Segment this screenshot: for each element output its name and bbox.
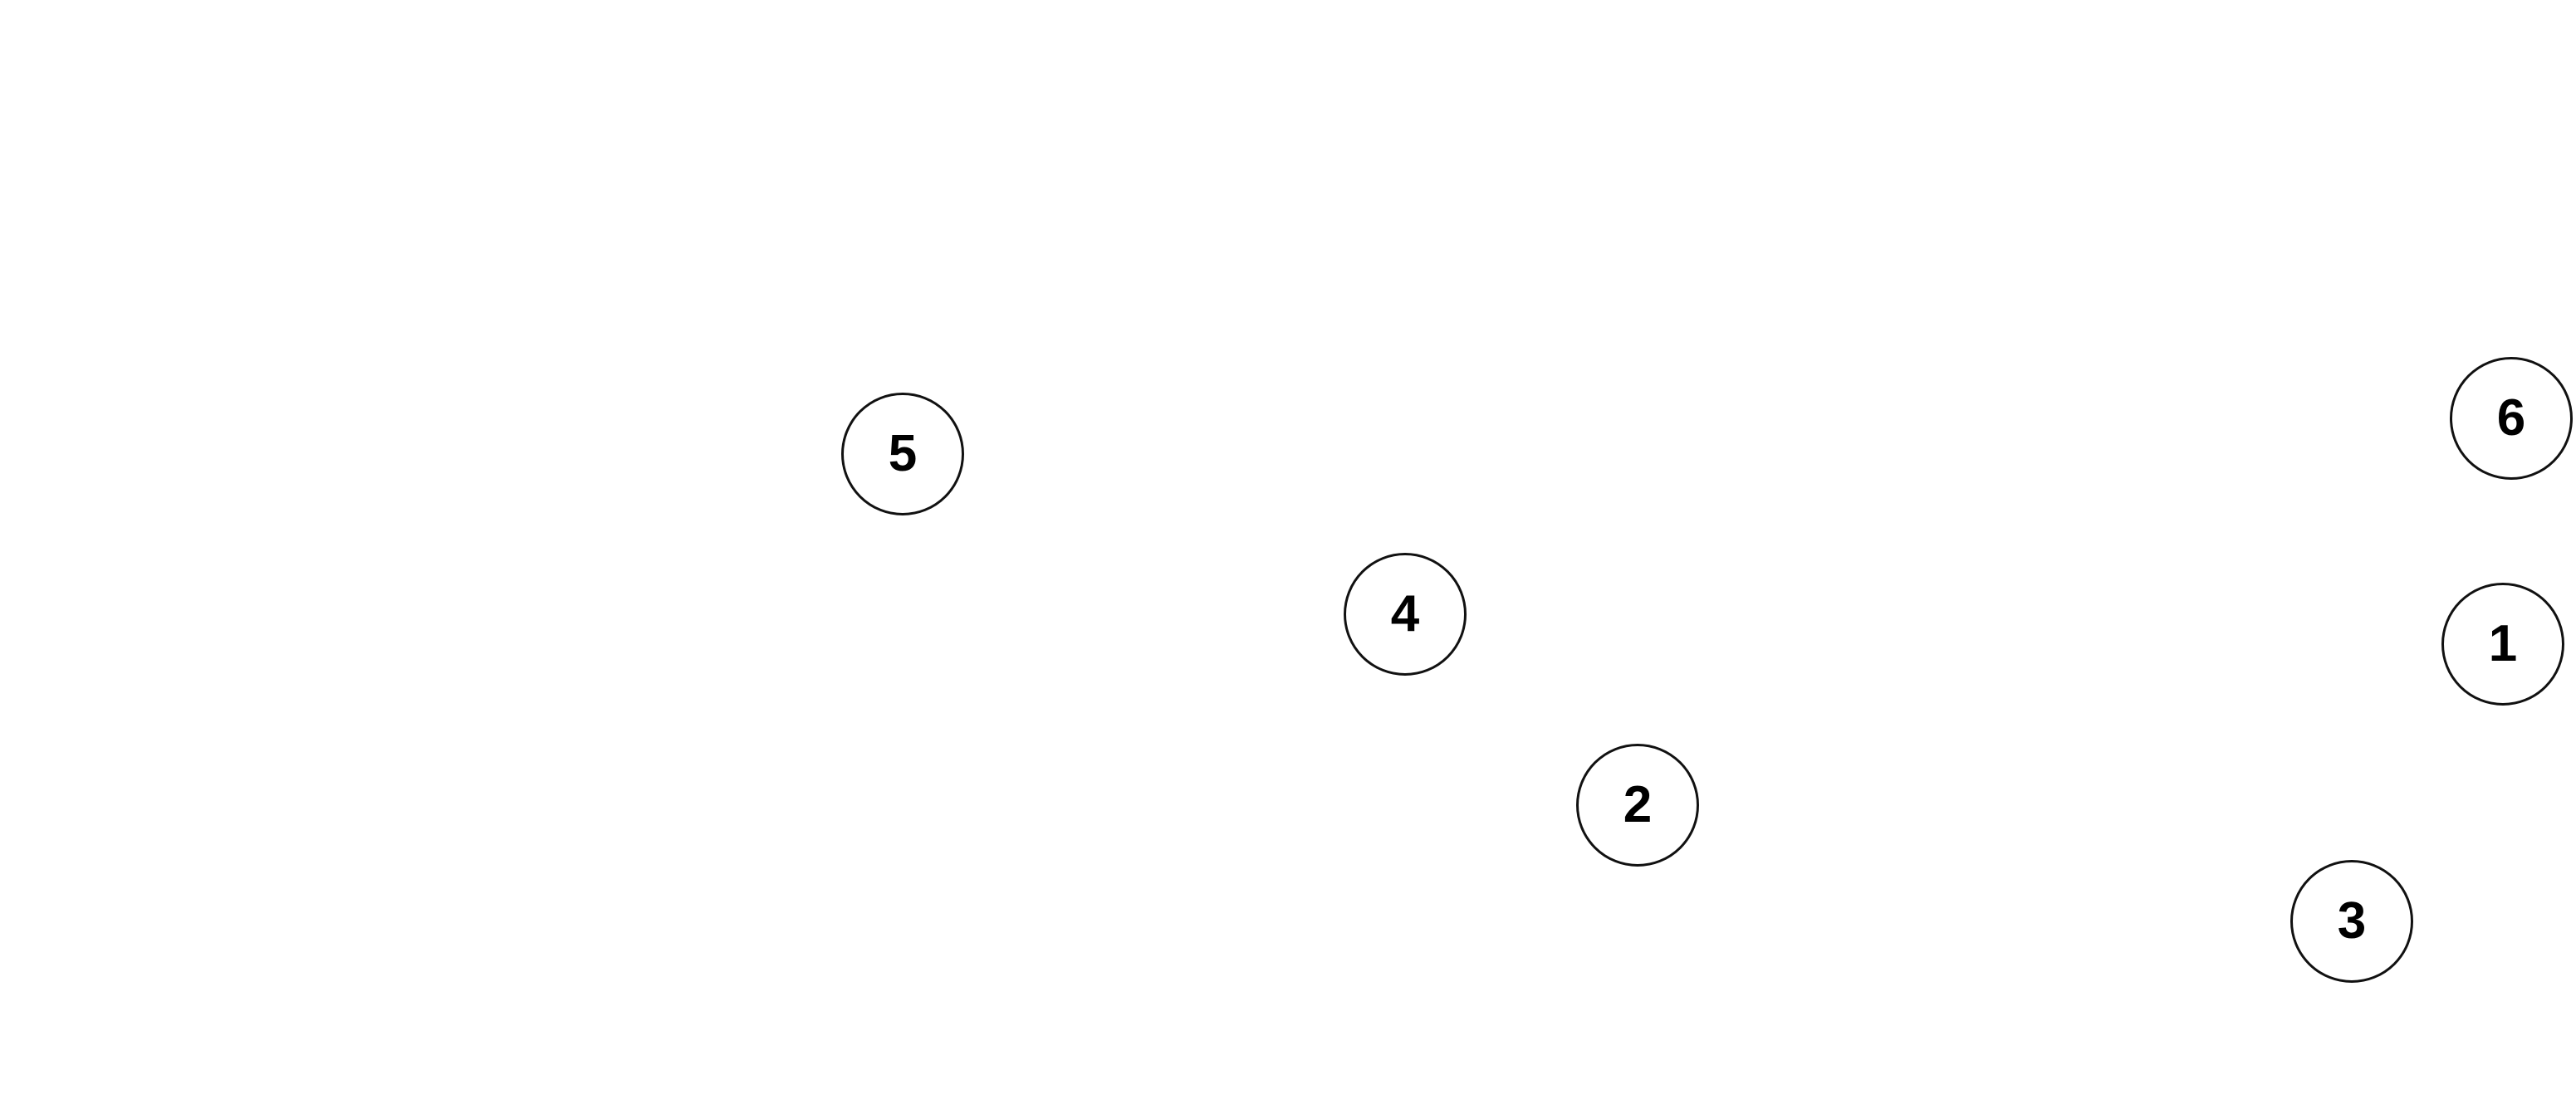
- target-number-label: 2: [1623, 776, 1653, 833]
- target-number-label: 4: [1390, 585, 1420, 642]
- number-target-2[interactable]: 2: [1576, 744, 1699, 867]
- target-number-label: 1: [2488, 615, 2518, 672]
- number-target-4[interactable]: 4: [1344, 553, 1467, 676]
- number-target-1[interactable]: 1: [2441, 583, 2564, 706]
- target-number-label: 3: [2337, 892, 2367, 950]
- number-target-5[interactable]: 5: [841, 393, 964, 515]
- number-target-3[interactable]: 3: [2290, 860, 2413, 983]
- target-number-label: 5: [888, 425, 918, 482]
- number-target-6[interactable]: 6: [2450, 357, 2573, 480]
- target-number-label: 6: [2496, 389, 2526, 447]
